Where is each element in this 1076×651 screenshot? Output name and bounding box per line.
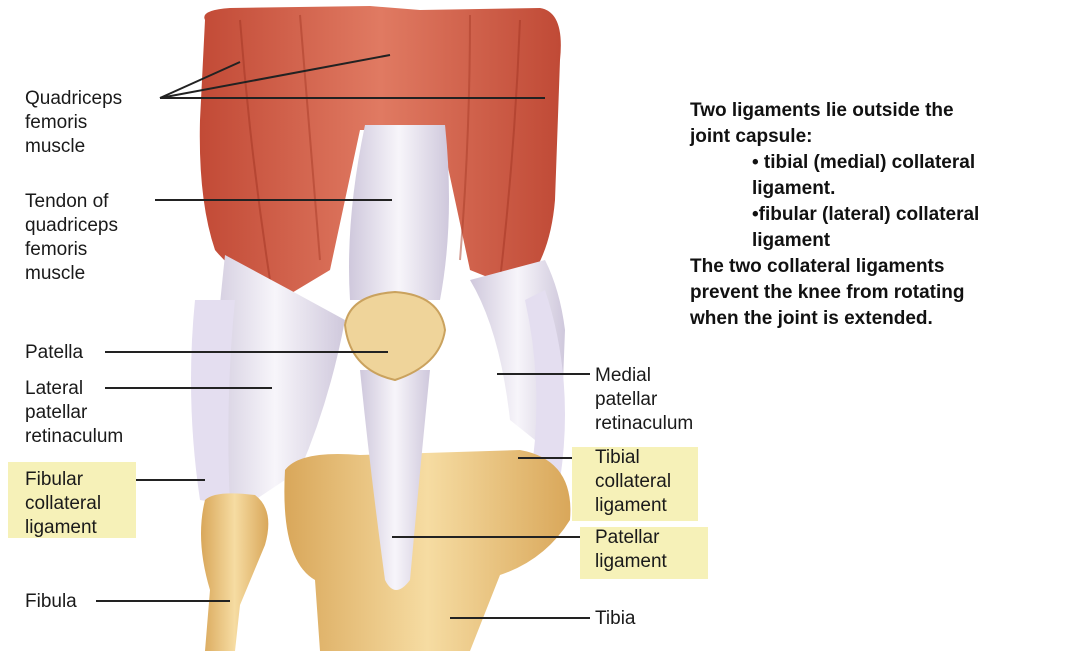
label-patella: Patella (25, 341, 83, 365)
quadriceps-tendon (349, 125, 449, 300)
label-patellar-ligament: Patellar ligament (595, 526, 667, 574)
label-medial-retinaculum: Medial patellar retinaculum (595, 364, 693, 436)
notes-bullet-2b: ligament (690, 228, 1070, 254)
notes-bullet-2a: •fibular (lateral) collateral (690, 202, 1070, 228)
collateral-ligaments-notes: Two ligaments lie outside the joint caps… (690, 98, 1070, 332)
notes-line-5: when the joint is extended. (690, 306, 1070, 332)
patella-bone (345, 292, 445, 380)
notes-bullet-1a: • tibial (medial) collateral (690, 150, 1070, 176)
label-fibular-collateral: Fibular collateral ligament (25, 468, 101, 540)
label-tendon: Tendon of quadriceps femoris muscle (25, 190, 118, 286)
notes-line-2: joint capsule: (690, 124, 1070, 150)
label-lateral-retinaculum: Lateral patellar retinaculum (25, 377, 123, 449)
label-fibula: Fibula (25, 590, 77, 614)
notes-line-1: Two ligaments lie outside the (690, 98, 1070, 124)
notes-line-3: The two collateral ligaments (690, 254, 1070, 280)
label-tibial-collateral: Tibial collateral ligament (595, 446, 671, 518)
label-tibia: Tibia (595, 607, 635, 631)
label-quadriceps: Quadriceps femoris muscle (25, 87, 122, 159)
notes-line-4: prevent the knee from rotating (690, 280, 1070, 306)
notes-bullet-1b: ligament. (690, 176, 1070, 202)
